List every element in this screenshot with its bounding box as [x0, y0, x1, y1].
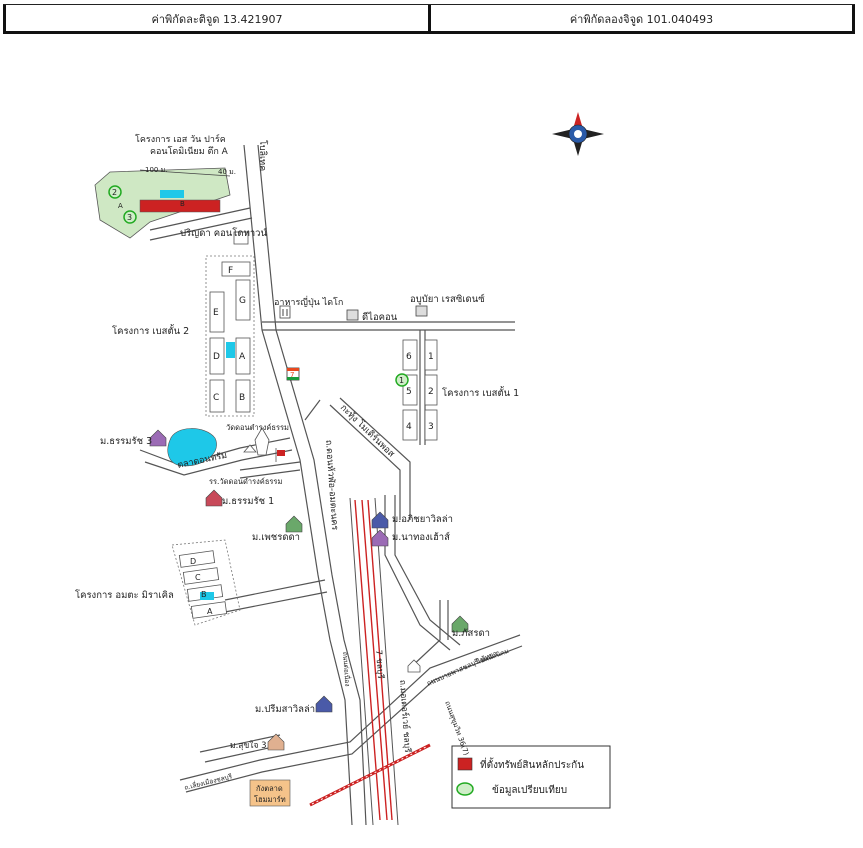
- label-road-north: โบลิเทค: [257, 140, 268, 171]
- market-building: [249, 779, 291, 807]
- block-label: 5: [406, 387, 412, 397]
- d-icon-building-icon: [346, 309, 359, 321]
- header-divider: [428, 5, 431, 31]
- block-label: A: [239, 352, 246, 362]
- block-label: 1: [428, 352, 434, 362]
- label-s-one-condo: คอนโดมิเนียม ตึก A: [150, 146, 229, 157]
- poi-icons: [249, 305, 428, 807]
- latitude-value: ค่าพิกัดละติจูด 13.421907: [151, 13, 283, 26]
- temple-pond: [167, 428, 217, 467]
- label-market-top: กังตลาด: [256, 784, 283, 793]
- house-icon-nathong: [371, 529, 389, 547]
- label-m-nathong: ม.นาทองเฮ้าส์: [392, 531, 450, 543]
- block-label: D: [213, 352, 220, 362]
- label-d-icon: ดีไอคอน: [362, 311, 398, 323]
- block-label: B: [239, 393, 245, 403]
- temple-area: [167, 427, 285, 467]
- header-edge-right: [852, 5, 855, 31]
- label-market-bottom: โฮมมาร์ท: [254, 795, 286, 804]
- scale-line-100: [139, 169, 231, 177]
- block-label: C: [213, 393, 219, 403]
- house-icon-sukjai: [267, 733, 285, 751]
- label-m-sukjai: ม.สุขใจ 3: [230, 740, 267, 751]
- label-road-main: ถ.ดอนหัวฬ่อ-อมตะนคร: [323, 439, 340, 530]
- label-m-phetcharada: ม.เพชรดดา: [252, 532, 300, 543]
- block-label: A: [207, 607, 213, 616]
- label-m-primsa: ม.ปรีมสาวิลล่า: [255, 703, 315, 715]
- block-label: G: [239, 296, 246, 306]
- header-edge-left: [3, 5, 6, 31]
- label-s-one-park: โครงการ เอส วัน ปาร์ค: [135, 133, 226, 145]
- seven-eleven-text: 7: [290, 371, 294, 379]
- block-label: E: [213, 308, 219, 318]
- block-label: 4: [406, 422, 412, 432]
- collateral-building: [139, 199, 221, 213]
- comparison-markers: [108, 185, 409, 387]
- block-label: B: [180, 200, 185, 208]
- label-m-patsara: ม.ภัสรดา: [452, 628, 490, 639]
- house-icon-phetcharada: [285, 515, 303, 533]
- block-label: F: [228, 266, 233, 276]
- house-icon-thammarat-3: [149, 429, 167, 447]
- house-icon-thammarat-1: [205, 489, 223, 507]
- block-label: A: [118, 202, 123, 210]
- block-label: D: [190, 557, 196, 566]
- label-m-apichaya: ม.อภิชยาวิลล่า: [392, 514, 453, 525]
- temple-icon: [254, 427, 270, 456]
- label-school: รร.วัดดอนดำรงค์ธรรม: [209, 477, 282, 486]
- coordinate-header: ค่าพิกัดละติจูด 13.421907 ค่าพิกัดลองจิจ…: [3, 4, 855, 34]
- block-label: 2: [428, 387, 434, 397]
- marker-1-text: 1: [399, 376, 404, 385]
- label-parinya: ปริญดา คอนโดทาวน์: [180, 227, 268, 239]
- arbuya-building-icon: [415, 305, 428, 317]
- house-icon-patsara: [451, 615, 469, 633]
- legend-comparison-swatch: [456, 782, 474, 796]
- village-house-icons: [149, 429, 469, 751]
- label-road-small: ถนนต่อเนื่อง: [341, 652, 352, 687]
- label-m-thammarat-3: ม.ธรรมรัช 3: [100, 436, 152, 447]
- house-icon-apichaya: [371, 511, 389, 529]
- legend: [451, 745, 611, 809]
- label-road-soi-mid: กะทุ้ง โมเดิร์นพอส: [338, 402, 398, 460]
- house-icon-primsa: [315, 695, 333, 713]
- label-best-town-2: โครงการ เบสตั้น 2: [112, 324, 189, 337]
- label-amata-miracle: โครงการ อมตะ มิราเคิล: [75, 589, 174, 601]
- block-label: 3: [428, 422, 434, 432]
- label-scale-40: 40 ม.: [218, 168, 236, 176]
- legend-collateral-swatch: [457, 757, 473, 771]
- label-best-town-1: โครงการ เบสตั้น 1: [442, 386, 519, 399]
- amata-pool: [200, 592, 214, 600]
- legend-comparison-label: ข้อมูลเปรียบเทียบ: [492, 784, 567, 796]
- label-road-highway: ถ.มอเตอร์เวย์ ชลบุรี: [397, 679, 413, 753]
- marker-2-text: 2: [112, 188, 117, 197]
- block-label: 6: [406, 352, 412, 362]
- amata-miracle-layout: [171, 539, 241, 626]
- label-scale-100: 100 ม.: [145, 166, 167, 174]
- restaurant-icon: [279, 305, 291, 319]
- label-temple: วัดดอนตำรงค์ธรรม: [226, 423, 289, 432]
- block-label: B: [201, 590, 207, 599]
- label-arbuya: อบูบัยา เรสซิเดนซ์: [410, 293, 485, 305]
- marker-3: [123, 210, 137, 224]
- marker-2: [108, 185, 122, 199]
- block-label: C: [195, 573, 201, 582]
- motorway-edges: [349, 497, 399, 826]
- label-m-thammarat-1: ม.ธรรมรัช 1: [222, 496, 274, 507]
- label-road-km: 7 ชลบุรี: [373, 649, 386, 679]
- label-road-left-bottom: ถ.เลี่ยงเมืองชลบุรี: [183, 771, 233, 792]
- best-town-2-pool: [226, 342, 235, 358]
- parinya-building: [233, 231, 249, 245]
- best-town-2-layout: [205, 255, 255, 417]
- label-japanese-food: อาหารญี่ปุ่น ไดโก: [274, 295, 343, 308]
- longitude-value: ค่าพิกัดลองจิจูด 101.040493: [569, 13, 714, 26]
- compass-rose-icon: [552, 112, 604, 156]
- crossing-hatch: [311, 745, 429, 805]
- marker-3-text: 3: [127, 213, 132, 222]
- small-house-icon: [407, 659, 421, 673]
- marker-1: [395, 373, 409, 387]
- flag-icon: [277, 450, 285, 456]
- legend-collateral-label: ที่ตั้งทรัพย์สินหลักประกัน: [480, 757, 584, 771]
- s-one-pool: [160, 190, 184, 198]
